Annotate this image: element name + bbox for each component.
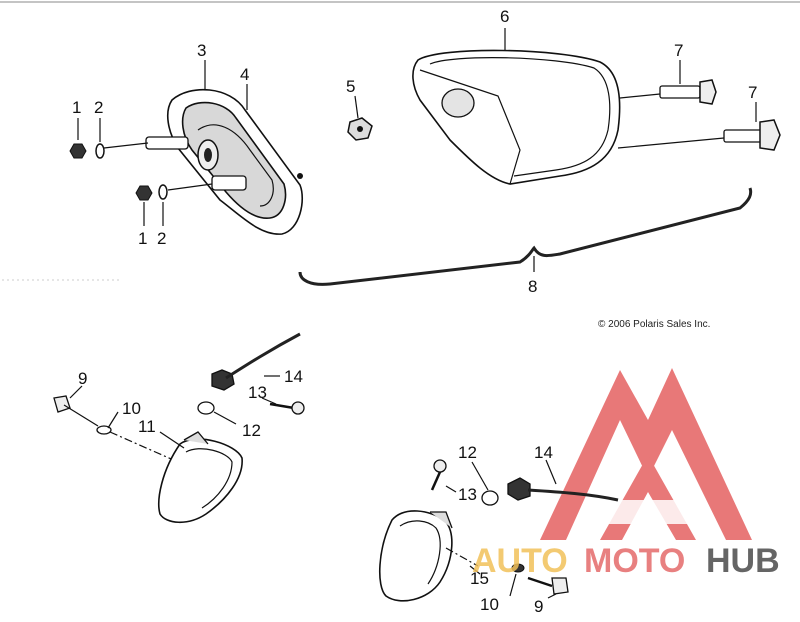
clip-5 — [347, 95, 373, 141]
callout-13-right: 13 — [458, 485, 477, 504]
watermark-logo — [540, 368, 752, 540]
callout-13-left: 13 — [248, 383, 267, 402]
logo-inner-mark — [600, 455, 696, 540]
right-turn-lamp-assembly — [378, 459, 619, 602]
screw-13-right-shank — [430, 471, 442, 491]
callout-2-lower: 2 — [157, 229, 166, 248]
screw-9-left — [53, 395, 71, 413]
housing-edge — [197, 124, 274, 207]
wire-14-right — [527, 488, 619, 502]
callout-10-left: 10 — [122, 399, 141, 418]
turn-lamp-left-inner — [185, 448, 233, 509]
push-clip-center — [357, 126, 363, 132]
turn-lamp-right-inner — [399, 520, 441, 585]
wire-14-left — [225, 332, 301, 380]
callout-11: 11 — [138, 417, 156, 436]
callout-14-right: 14 — [534, 443, 553, 462]
upper-stud — [145, 136, 189, 150]
logo-cutout — [606, 500, 690, 524]
nut-lower — [135, 185, 153, 201]
leader-12b — [471, 461, 489, 491]
callout-10-right: 10 — [480, 595, 499, 614]
callout-15: 15 — [470, 569, 489, 588]
turn-lamp-right — [378, 510, 453, 602]
frame-screw — [297, 173, 303, 179]
brand-moto: MOTO — [584, 542, 685, 580]
callout-14-left: 14 — [284, 367, 303, 386]
turn-lamp-left-tab — [183, 431, 209, 445]
leader-14b — [545, 459, 557, 485]
leader-13a — [261, 397, 277, 405]
logo-triangle-mark — [540, 368, 752, 540]
leader-upper-stud — [103, 142, 149, 149]
callout-7-upper: 7 — [674, 41, 683, 60]
callout-9-left: 9 — [78, 369, 87, 388]
gasket-seal — [298, 187, 753, 286]
left-turn-lamp-assembly — [53, 332, 305, 524]
socket-14-left — [211, 369, 235, 391]
bolt-upper-head — [699, 79, 717, 105]
alignment-line-right — [445, 547, 479, 567]
lamp-lens — [412, 49, 621, 185]
leader-9a — [69, 385, 83, 399]
callout-9-right: 9 — [534, 597, 543, 616]
leader-5 — [354, 95, 359, 119]
callout-1-upper: 1 — [72, 98, 81, 117]
leader-13b — [445, 485, 457, 493]
washer-lower — [158, 184, 168, 200]
washer-upper — [95, 143, 105, 159]
socket-14-right — [507, 477, 531, 501]
brand-hub: HUB — [706, 542, 780, 580]
leader-bolt-lower — [617, 137, 725, 149]
leader-12a — [213, 411, 237, 425]
callout-4: 4 — [240, 65, 249, 84]
nut-upper — [69, 143, 87, 159]
bolt-upper-shank — [659, 85, 701, 99]
leader-10b — [509, 573, 517, 597]
lens-inner-edge — [429, 57, 611, 177]
brand-auto: AUTO — [472, 542, 568, 580]
screw-9-right-head — [551, 577, 569, 595]
leader-10a — [107, 411, 119, 429]
lens-bulb-boss — [441, 88, 475, 118]
callout-6: 6 — [500, 7, 509, 26]
screw-9-shank — [63, 404, 99, 427]
callout-2-upper: 2 — [94, 98, 103, 117]
callout-7-lower: 7 — [748, 83, 757, 102]
copyright-notice: © 2006 Polaris Sales Inc. — [598, 319, 710, 330]
bulb-12-left — [197, 401, 215, 415]
leader-15 — [469, 565, 481, 575]
screw-13-left-shank — [269, 402, 295, 410]
leader-9b — [547, 593, 557, 599]
taillight-base-assembly — [69, 60, 304, 235]
leader-bolt-upper — [619, 93, 661, 99]
callout-12-right: 12 — [458, 443, 477, 462]
bolt-lower-head — [759, 119, 781, 151]
callout-1-lower: 1 — [138, 229, 147, 248]
leader-lower-stud — [167, 183, 213, 191]
watermark-brand: AUTO MOTO HUB — [472, 542, 780, 580]
bulb-socket-hole — [204, 148, 212, 162]
callout-5: 5 — [346, 77, 355, 96]
lens-side-edge — [419, 69, 521, 185]
bolt-lower-shank — [723, 129, 765, 143]
turn-lamp-left — [158, 438, 243, 524]
taillight-lens-assembly — [298, 28, 781, 286]
screw-13-left-head — [291, 401, 305, 415]
alignment-line — [109, 431, 179, 463]
leader-11 — [159, 431, 185, 449]
lower-stud — [211, 175, 247, 191]
turn-lamp-right-tab — [430, 511, 453, 529]
screw-13-right-head — [433, 459, 447, 473]
bulb-12-right — [481, 490, 499, 506]
callout-3: 3 — [197, 41, 206, 60]
screw-9-right-shank — [527, 576, 553, 588]
callout-8: 8 — [528, 277, 537, 296]
callout-12-left: 12 — [242, 421, 261, 440]
washer-10-left — [96, 425, 112, 435]
washer-10-right — [511, 563, 525, 573]
